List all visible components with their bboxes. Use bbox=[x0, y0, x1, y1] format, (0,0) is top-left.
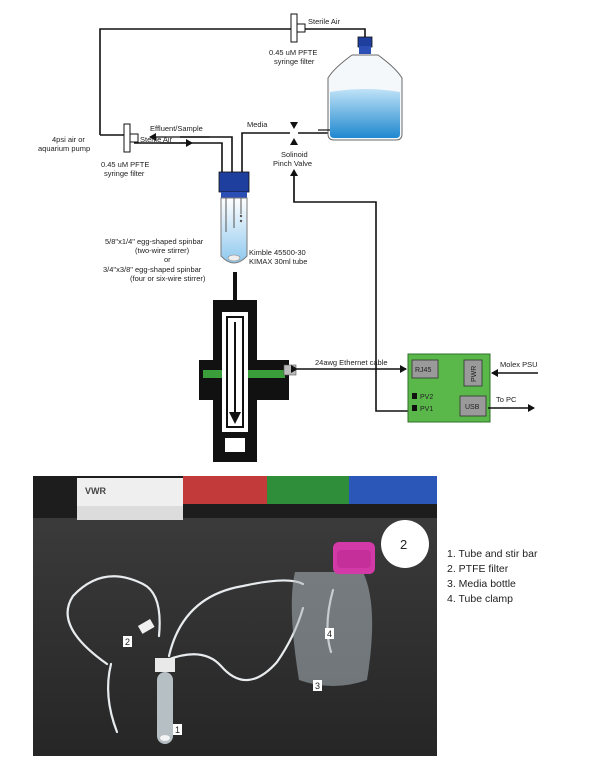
tube-label-1: Kimble 45500-30 bbox=[249, 248, 306, 257]
pv1-label: PV1 bbox=[420, 406, 433, 413]
callout-1: 1 bbox=[175, 725, 180, 735]
sterile-air-left-label: Sterile Air bbox=[140, 135, 173, 144]
callout-4: 4 bbox=[327, 629, 332, 639]
filter-top-label-2: syringe filter bbox=[274, 57, 315, 66]
usb-label: USB bbox=[465, 404, 480, 411]
photo-culture-tube bbox=[155, 658, 175, 744]
syringe-filter-left bbox=[123, 123, 139, 153]
red-rack bbox=[183, 476, 267, 504]
spinbar-label-2: (two-wire stirrer) bbox=[135, 246, 190, 255]
valve-label-2: Pinch Valve bbox=[273, 159, 312, 168]
syringe-filter-top bbox=[290, 13, 306, 43]
pump-label-2: aquarium pump bbox=[38, 144, 90, 153]
spinbar-label-4: 3/4"x3/8" egg-shaped spinbar bbox=[103, 265, 202, 274]
legend-item: 4. Tube clamp bbox=[447, 593, 513, 605]
blue-rack bbox=[349, 476, 437, 504]
photo-ptfe-filter bbox=[137, 619, 155, 634]
photo-callouts: 1 2 3 4 bbox=[123, 628, 334, 735]
effluent-label: Effluent/Sample bbox=[150, 124, 203, 133]
controller-board bbox=[407, 353, 491, 423]
photo-big-callout: 2 bbox=[400, 537, 407, 552]
rj45-label: RJ45 bbox=[415, 367, 431, 374]
callout-2: 2 bbox=[125, 637, 130, 647]
green-rack bbox=[267, 476, 349, 504]
valve-label-1: Solinoid bbox=[281, 150, 308, 159]
spinbar-label-3: or bbox=[164, 255, 171, 264]
spinbar-label-5: (four or six-wire stirrer) bbox=[130, 274, 206, 283]
pump-label-1: 4psi air or bbox=[52, 135, 85, 144]
callout-3: 3 bbox=[315, 681, 320, 691]
pc-label: To PC bbox=[496, 395, 517, 404]
tube-label-2: KIMAX 30ml tube bbox=[249, 257, 307, 266]
pwr-label: PWR bbox=[471, 366, 478, 382]
media-bottle-icon bbox=[318, 36, 403, 141]
pinch-valve-icon bbox=[290, 122, 298, 145]
legend-item: 3. Media bottle bbox=[447, 578, 516, 590]
box-brand-text: VWR bbox=[85, 486, 106, 496]
psu-label: Molex PSU bbox=[500, 360, 538, 369]
flow-arrows bbox=[149, 133, 298, 202]
culture-tube-icon bbox=[218, 171, 250, 264]
spinbar-label-1: 5/8"x1/4" egg-shaped spinbar bbox=[105, 237, 204, 246]
sterile-air-top-label: Sterile Air bbox=[308, 17, 341, 26]
supply-box: VWR bbox=[77, 478, 183, 520]
filter-top-label-1: 0.45 uM PFTE bbox=[269, 48, 317, 57]
filter-left-label-1: 0.45 uM PFTE bbox=[101, 160, 149, 169]
cable-label: 24awg Ethernet cable bbox=[315, 358, 388, 367]
photo-legend: 1. Tube and stir bar 2. PTFE filter 3. M… bbox=[447, 547, 537, 607]
legend-item: 2. PTFE filter bbox=[447, 563, 509, 575]
filter-left-label-2: syringe filter bbox=[104, 169, 145, 178]
chemostat-diagram: Sterile Air 0.45 uM PFTE syringe filter … bbox=[38, 13, 538, 462]
media-label: Media bbox=[247, 120, 268, 129]
stirrer-housing bbox=[199, 272, 297, 462]
legend-item: 1. Tube and stir bar bbox=[447, 548, 538, 560]
psu-pc-arrows bbox=[488, 369, 538, 412]
setup-photo: VWR 2 1 2 3 4 bbox=[33, 476, 437, 756]
pv2-label: PV2 bbox=[420, 394, 433, 401]
